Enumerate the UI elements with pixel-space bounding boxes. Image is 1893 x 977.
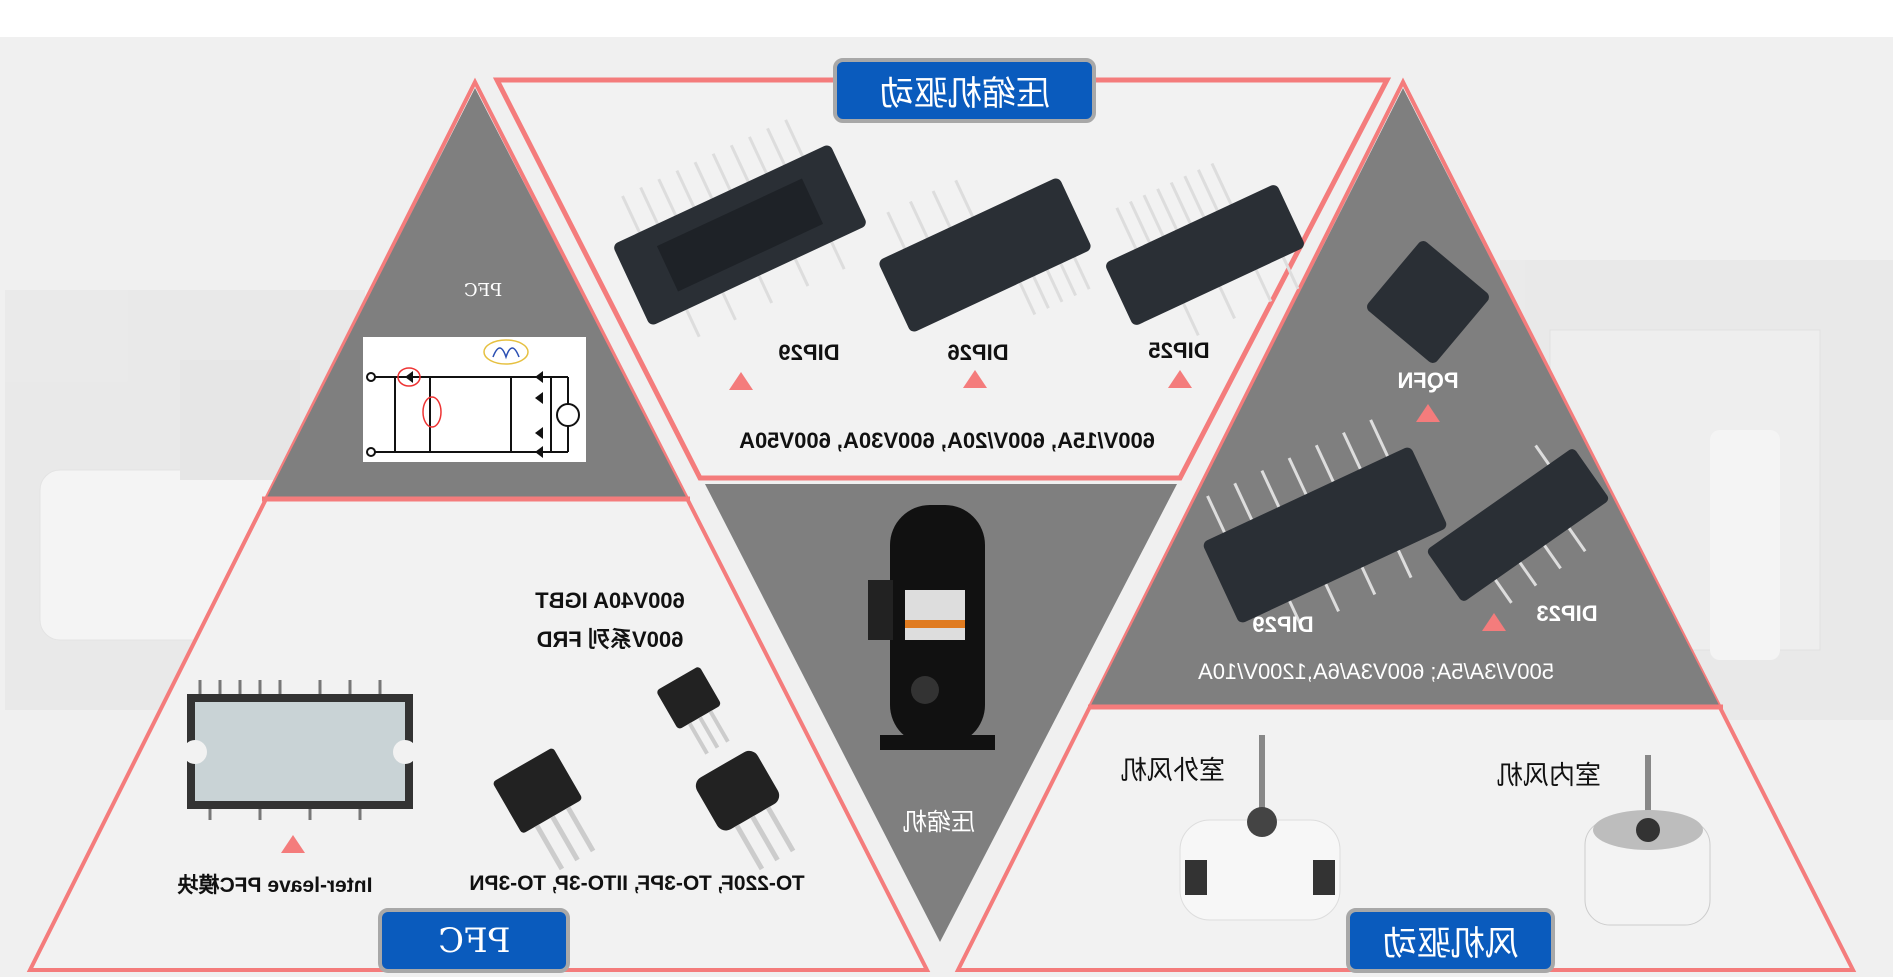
- pfc-button-label: PFC: [437, 920, 511, 961]
- igbt-spec: 600V40A IGBT: [535, 588, 685, 613]
- transistor-to3p-image: [493, 748, 596, 871]
- dip26-label: DIP26: [947, 340, 1009, 365]
- pfc-button[interactable]: PFC: [378, 908, 570, 973]
- outdoor-fan-label: 室外风机: [1120, 755, 1226, 785]
- compressor-label: 压缩机: [903, 809, 975, 836]
- compressor-drive-ratings: 600V/15A, 600V/20A, 600V30A, 600V50A: [739, 428, 1155, 453]
- pfc-module-label: Inter-leave PFC模块: [177, 874, 373, 897]
- compressor-drive-button-label: 压缩机驱动: [879, 74, 1050, 114]
- transistor-to220f-image: [657, 667, 730, 755]
- dip29-fan-label: DIP29: [1252, 612, 1314, 637]
- compressor-image: [868, 505, 995, 750]
- outdoor-fan-motor-image: [1179, 735, 1341, 921]
- dip26-module-image: [879, 178, 1091, 332]
- transistor-to3pn-image: [695, 750, 796, 871]
- fan-drive-button[interactable]: 风机驱动: [1346, 908, 1555, 973]
- dip23-module-image: [1427, 444, 1609, 604]
- circuit-schematic-icon: [366, 339, 580, 458]
- fan-drive-ratings: 500V/3A/5A; 600V3A/6A,1200V/10A: [1198, 659, 1554, 684]
- marker-triangles: [281, 370, 1506, 853]
- dip23-label: DIP23: [1536, 601, 1598, 626]
- indoor-fan-motor-image: [1584, 755, 1711, 926]
- dip29-label: DIP29: [778, 340, 840, 365]
- fan-drive-button-label: 风机驱动: [1382, 924, 1519, 964]
- dip29-module-image: [614, 119, 866, 338]
- pfc-circuit-title: PFC: [463, 280, 503, 301]
- indoor-fan-label: 室内风机: [1496, 760, 1602, 790]
- pfc-module-image: [183, 680, 417, 820]
- frd-spec: 600V系列 FRD: [536, 627, 684, 652]
- pfc-circuit-diagram: [363, 337, 586, 462]
- compressor-drive-button[interactable]: 压缩机驱动: [833, 58, 1096, 123]
- dip29-fan-module-image: [1203, 419, 1447, 629]
- dip25-label: DIP25: [1148, 338, 1210, 363]
- dip25-module-image: [1106, 162, 1304, 336]
- pqfn-chip-image: [1367, 241, 1489, 363]
- pqfn-label: PQFN: [1397, 368, 1459, 393]
- discrete-packages-label: TO-220F, TO-3PF, IITO-3P, TO-3PN: [469, 872, 805, 895]
